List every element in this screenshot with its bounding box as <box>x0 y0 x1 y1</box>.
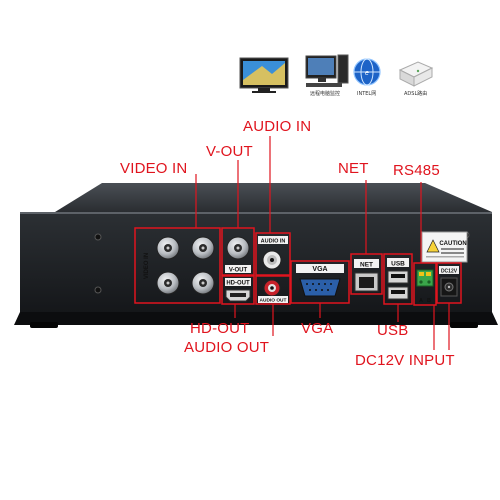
usb-panel-label: USB <box>391 261 405 268</box>
vga-port <box>299 278 341 297</box>
bnc-connector <box>191 271 215 295</box>
adsl-router-icon <box>398 61 434 87</box>
bnc-connector <box>156 271 180 295</box>
callout-vga: VGA <box>301 320 334 337</box>
desktop-computer-label: 远程电脑监控 <box>310 91 341 97</box>
video-in-highlight <box>134 227 221 304</box>
rs485-a-label: A <box>419 298 423 304</box>
screw <box>94 286 102 294</box>
rca-jack-white <box>262 250 282 270</box>
foot-left <box>30 322 58 328</box>
audio-in-panel-label: AUDIO IN <box>261 239 286 245</box>
rs485-b-label: B <box>427 298 431 304</box>
leader-lines <box>195 136 450 350</box>
svg-text:e: e <box>365 70 369 77</box>
dc12v-panel-label: DC12V <box>441 268 458 274</box>
adsl-router-label: ADSL路由 <box>404 91 428 97</box>
hd-out-highlight <box>221 275 255 305</box>
audio-in-highlight <box>255 232 291 276</box>
hd-out-panel-label: HD-OUT <box>226 281 250 287</box>
caution-label: CAUTION <box>439 241 466 247</box>
audio-out-panel-label: AUDIO OUT <box>260 298 287 304</box>
monitor-icon <box>239 57 289 93</box>
video-in-panel-label: VIDEO IN <box>144 253 150 279</box>
rs485-highlight <box>413 262 437 306</box>
intel-network-label: INTEL网 <box>357 91 377 97</box>
chassis-top <box>55 183 492 212</box>
screw <box>94 233 102 241</box>
feature-icons-row: e <box>239 54 434 93</box>
net-panel-label: NET <box>360 262 373 269</box>
rca-jack-red <box>263 279 281 297</box>
callout-hd-out: HD-OUT <box>190 320 250 337</box>
callout-usb: USB <box>377 322 409 339</box>
callout-v-out: V-OUT <box>206 143 253 160</box>
v-out-panel-label: V-OUT <box>229 268 248 274</box>
bnc-connector <box>226 236 250 260</box>
callout-audio-in: AUDIO IN <box>243 118 312 135</box>
callout-dc12v-input: DC12V INPUT <box>355 352 455 369</box>
bnc-connector <box>156 236 180 260</box>
vga-panel-label: VGA <box>312 266 327 273</box>
callout-rs485: RS485 <box>393 162 440 179</box>
callout-audio-out: AUDIO OUT <box>184 339 270 356</box>
foot-right <box>450 322 478 328</box>
callout-video-in: VIDEO IN <box>120 160 188 177</box>
desktop-computer-icon <box>305 54 349 87</box>
chassis-bottom <box>14 312 498 325</box>
bnc-connector <box>191 236 215 260</box>
callout-net: NET <box>338 160 369 177</box>
warning-triangle-icon <box>426 239 440 253</box>
intel-network-icon: e <box>353 58 381 86</box>
